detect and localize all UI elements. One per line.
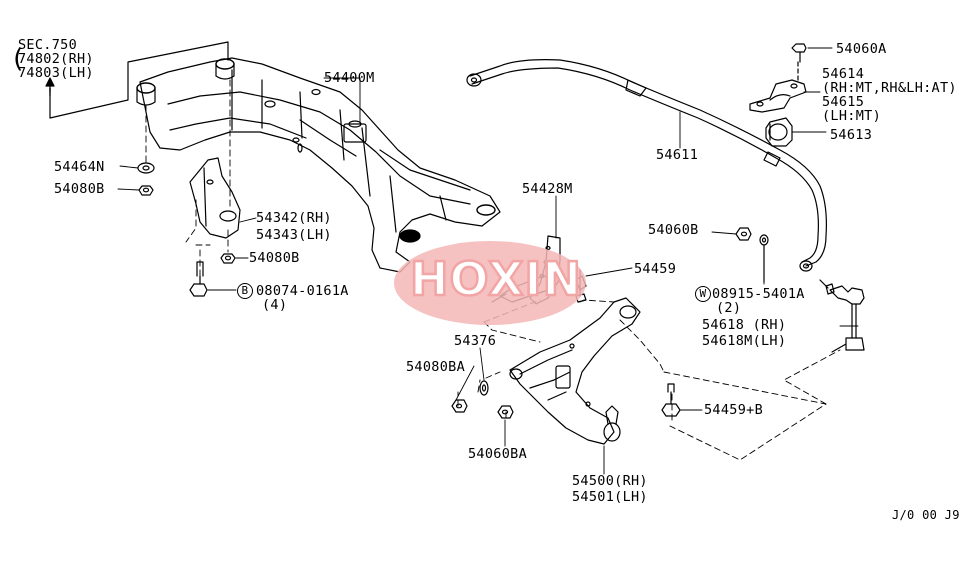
label-08915-qty: (2): [716, 300, 742, 316]
hardware-right: [735, 227, 769, 283]
label-54342: 54342(RH): [256, 210, 332, 226]
subframe-54400M: [136, 57, 501, 273]
label-54464N: 54464N: [54, 159, 105, 175]
guide-lines-left: [145, 79, 231, 279]
label-74803: 74803(LH): [18, 65, 94, 81]
label-74802: 74802(RH): [18, 51, 94, 67]
label-54400M: 54400M: [324, 70, 375, 86]
label-54614: 54614: [822, 66, 865, 82]
label-54459B: 54459+B: [704, 402, 763, 418]
watermark-text: HOXIN: [409, 251, 583, 308]
leader-lines: [117, 47, 859, 475]
label-54060BA: 54060BA: [468, 446, 527, 462]
label-54615: 54615: [822, 94, 865, 110]
label-sec750: SEC.750: [18, 37, 77, 53]
bracket-54342: [189, 157, 241, 239]
label-54080B-2: 54080B: [249, 250, 300, 266]
label-54615-note: (LH:MT): [822, 108, 881, 124]
circled-w-marker: W: [695, 286, 711, 302]
label-54614-note: (RH:MT,RH&LH:AT): [822, 80, 957, 96]
label-54613: 54613: [830, 127, 873, 143]
stabilizer-bar-54611: [466, 59, 827, 272]
bracket-paren: (: [10, 44, 26, 74]
label-54618M: 54618M(LH): [702, 333, 787, 349]
label-54428M: 54428M: [522, 181, 573, 197]
label-54376: 54376: [454, 333, 497, 349]
label-54500: 54500(RH): [572, 473, 648, 489]
label-08074: 08074-0161A: [256, 283, 349, 299]
label-54060B: 54060B: [648, 222, 699, 238]
label-54343: 54343(LH): [256, 227, 332, 243]
guide-lines-center: [457, 299, 841, 461]
circled-b-marker: B: [237, 283, 253, 299]
stabilizer-link-54618: [819, 279, 865, 353]
label-54060A: 54060A: [836, 41, 887, 57]
transverse-link-54500: [509, 297, 641, 445]
label-54080BA: 54080BA: [406, 359, 465, 375]
label-54618: 54618 (RH): [702, 317, 787, 333]
label-54080B-1: 54080B: [54, 181, 105, 197]
diagram-code: J/0 00 J9: [892, 508, 960, 522]
sec750-reference: [45, 41, 229, 119]
hardware-center: [451, 380, 681, 419]
hardware-left: [137, 162, 236, 297]
label-54459: 54459: [634, 261, 677, 277]
clamp-54614: [749, 43, 807, 113]
label-08074-qty: (4): [262, 297, 288, 313]
bushing-54613: [765, 117, 793, 147]
label-54611: 54611: [656, 147, 699, 163]
label-54501: 54501(LH): [572, 489, 648, 505]
watermark-ellipse: [394, 241, 586, 325]
label-08915: 08915-5401A: [712, 286, 805, 302]
